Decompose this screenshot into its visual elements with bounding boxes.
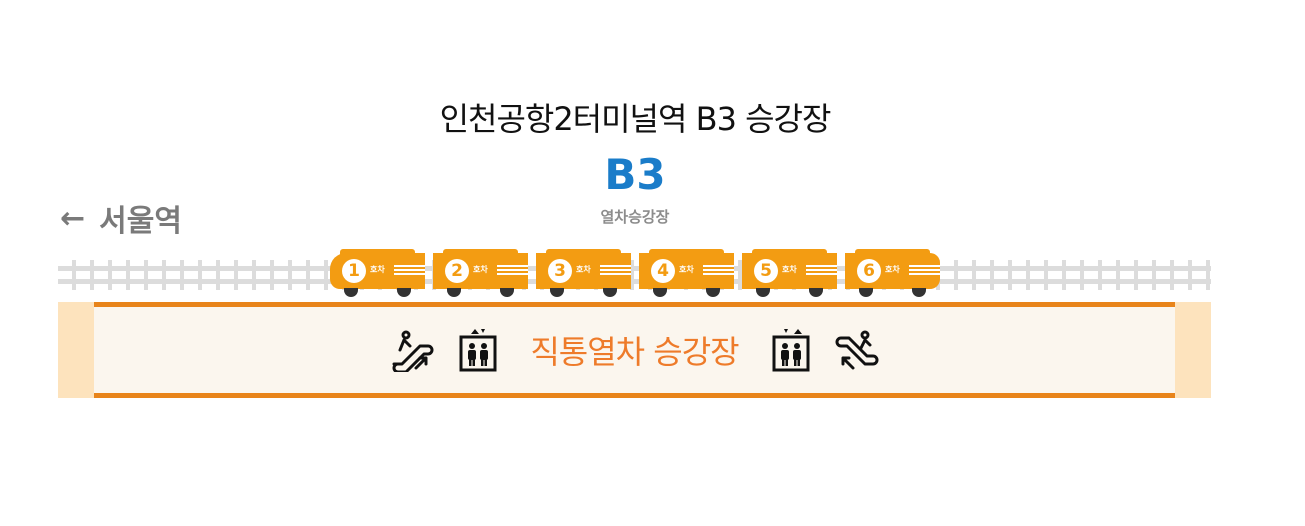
car-number: 6 [857,259,881,283]
car-suffix: 호차 [576,265,591,274]
train: 1 호차 2 호차 3 호차 4 호차 5 호차 6 [330,249,940,297]
elevator-icon[interactable] [769,328,813,372]
car-stripes [497,265,528,277]
platform: 직통열차 승강장 [58,302,1211,398]
rail [58,279,1211,284]
platform-area: 직통열차 승강장 [94,302,1175,398]
train-car-6[interactable]: 6 호차 [845,249,940,297]
rail [58,266,1211,271]
car-stripes [703,265,734,277]
wheel [603,288,617,297]
floor-label: 열차승강장 [600,208,670,226]
wheel [447,288,461,297]
direction-destination: 서울역 [99,204,182,239]
wheel [912,288,926,297]
car-number: 3 [548,259,572,283]
car-suffix: 호차 [679,265,694,274]
arrow-left-icon: ← [60,200,86,236]
platform-label: 직통열차 승강장 [530,333,739,371]
escalator-down-icon[interactable] [835,328,879,372]
wheel [859,288,873,297]
wheel [756,288,770,297]
car-number: 1 [342,259,366,283]
train-car-5[interactable]: 5 호차 [742,249,837,297]
car-stripes [806,265,837,277]
wheel [550,288,564,297]
train-car-1[interactable]: 1 호차 [330,249,425,297]
wheel [500,288,514,297]
car-stripes [600,265,631,277]
wheel [809,288,823,297]
direction-indicator: ← 서울역 [60,196,182,240]
wheel [397,288,411,297]
floor-code: B3 [604,150,666,199]
car-stripes [394,265,425,277]
car-number: 5 [754,259,778,283]
escalator-up-icon[interactable] [390,328,434,374]
wheel [344,288,358,297]
car-suffix: 호차 [782,265,797,274]
train-car-2[interactable]: 2 호차 [433,249,528,297]
train-car-4[interactable]: 4 호차 [639,249,734,297]
car-suffix: 호차 [473,265,488,274]
railway-track [58,256,1211,292]
elevator-icon[interactable] [456,328,500,372]
car-number: 2 [445,259,469,283]
wheel [653,288,667,297]
car-number: 4 [651,259,675,283]
train-car-3[interactable]: 3 호차 [536,249,631,297]
track-ties [58,260,1211,290]
car-suffix: 호차 [885,265,900,274]
car-suffix: 호차 [370,265,385,274]
car-stripes [909,265,940,277]
wheel [706,288,720,297]
page-title: 인천공항2터미널역 B3 승강장 [439,100,832,138]
